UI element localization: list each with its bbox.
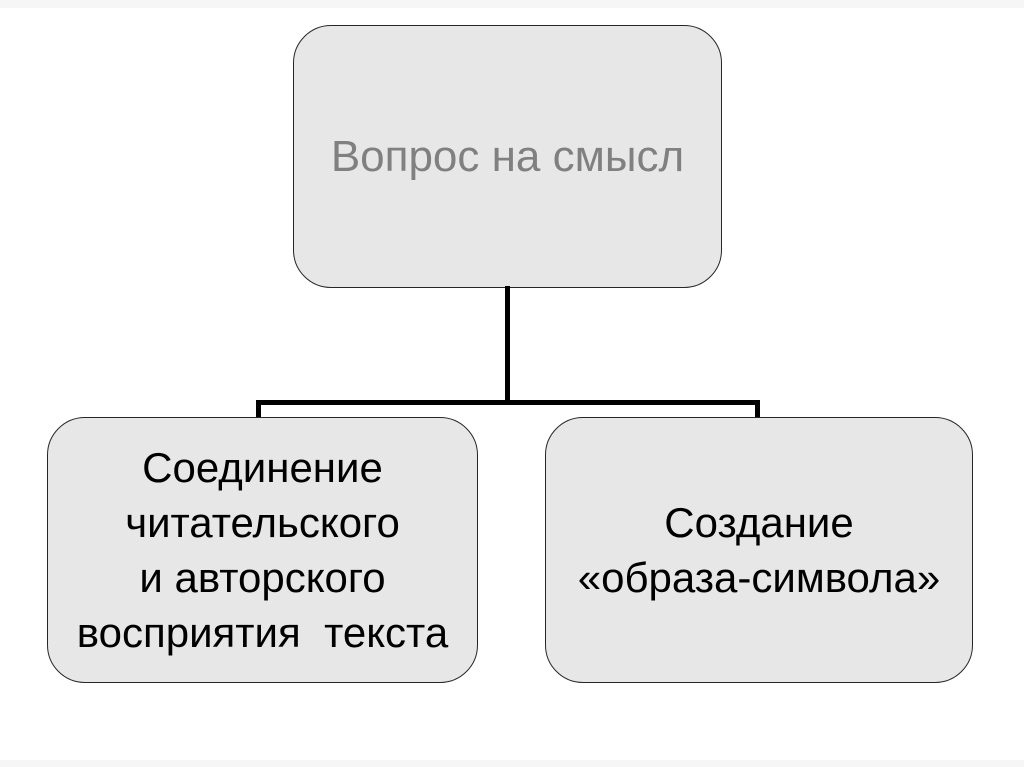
left-node-label-line: Соединение bbox=[142, 444, 383, 491]
connector-drop-right-line bbox=[755, 400, 760, 419]
diagram-node-right: Создание «образа-символа» bbox=[545, 417, 973, 683]
top-edge-strip bbox=[0, 0, 1024, 8]
right-node-label-line: Создание bbox=[664, 499, 854, 546]
diagram-node-root: Вопрос на смысл bbox=[293, 25, 722, 288]
bottom-edge-strip bbox=[0, 760, 1024, 767]
left-node-label-line: восприятия текста bbox=[76, 609, 449, 656]
connector-drop-left-line bbox=[256, 400, 261, 419]
left-node-label-line: и авторского bbox=[139, 554, 386, 601]
connector-stem-line bbox=[505, 286, 510, 405]
root-node-label: Вопрос на смысл bbox=[330, 132, 685, 181]
right-node-label-line: «образа-символа» bbox=[577, 554, 941, 601]
left-node-label-line: читательского bbox=[125, 499, 400, 546]
connector-crossbar-line bbox=[256, 400, 760, 405]
diagram-node-left: Соединение читательского и авторского во… bbox=[47, 417, 478, 683]
